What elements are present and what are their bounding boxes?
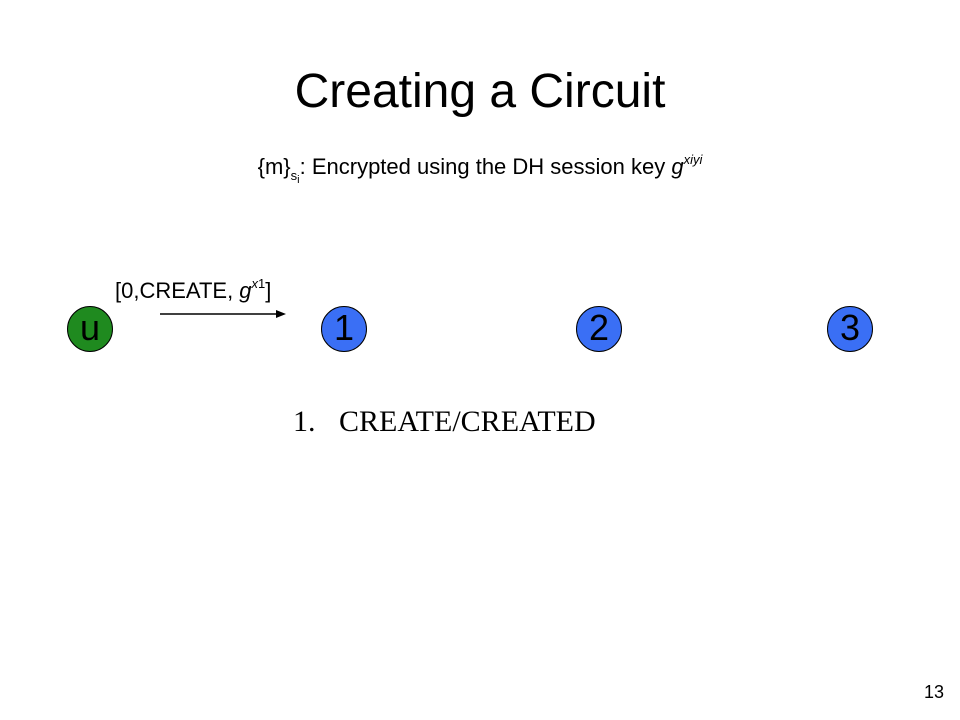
node-1: 1 xyxy=(321,306,367,352)
message-arrow-head xyxy=(276,310,286,318)
subtitle-m: {m} xyxy=(257,154,291,179)
create-message-label: [0,CREATE, gx1] xyxy=(115,266,271,309)
step-text: CREATE/CREATED xyxy=(339,405,596,438)
subtitle-text: : Encrypted using the DH session key xyxy=(299,154,672,179)
message-arrow xyxy=(160,310,286,318)
create-message-suffix: ] xyxy=(265,278,272,303)
subtitle-sub-i: i xyxy=(297,174,300,186)
node-2: 2 xyxy=(576,306,622,352)
subtitle-sub-s: si xyxy=(290,168,300,186)
step-item: 1. CREATE/CREATED xyxy=(293,400,596,444)
step-list: 1. CREATE/CREATED xyxy=(293,400,596,444)
page-number: 13 xyxy=(923,682,944,702)
subtitle: {m}si: Encrypted using the DH session ke… xyxy=(0,140,960,200)
node-2-label: 2 xyxy=(588,307,610,348)
subtitle-g: g xyxy=(671,154,684,179)
create-message-g: g xyxy=(239,278,252,303)
node-1-label: 1 xyxy=(333,307,355,348)
node-u: u xyxy=(67,306,113,352)
node-3: 3 xyxy=(827,306,873,352)
slide-title: Creating a Circuit xyxy=(294,65,666,118)
node-3-label: 3 xyxy=(839,307,861,348)
create-message-exponent: x1 xyxy=(251,276,266,291)
create-message-prefix: [0,CREATE, xyxy=(115,278,240,303)
step-number: 1. xyxy=(293,405,316,438)
subtitle-exponent: xiyi xyxy=(683,152,703,167)
node-u-label: u xyxy=(79,307,101,348)
